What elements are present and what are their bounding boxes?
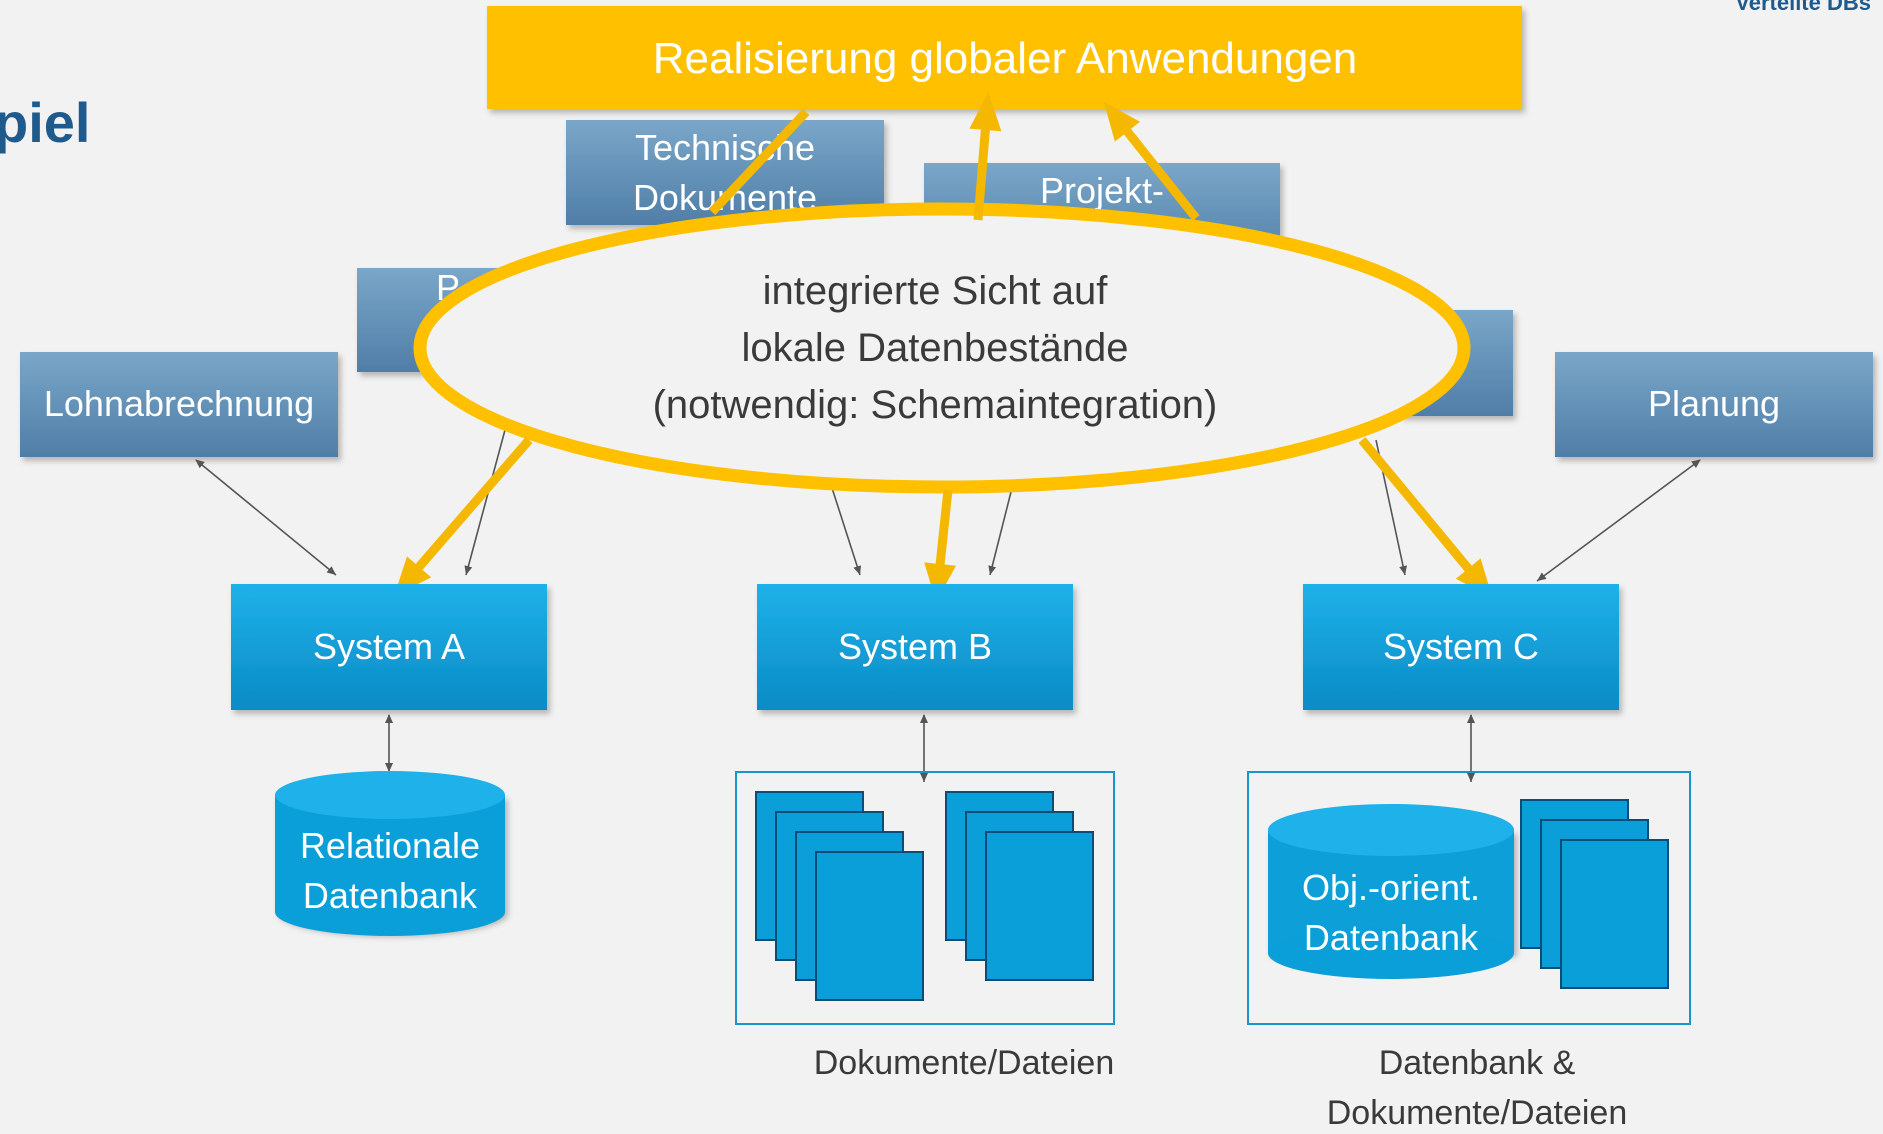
connector-1 [1536,459,1701,582]
connector-5 [464,429,506,576]
application-box-planung: Planung [1555,352,1873,457]
yellow-arrows [394,92,1493,602]
system-boxes: System A System B System C [231,584,1619,710]
document-stack-b-right [945,791,1094,981]
application-label-planung: Planung [1648,383,1780,424]
global-applications-box: Realisierung globaler Anwendungen [487,6,1522,109]
caption-database-documents: Datenbank &Dokumente/Dateien [1327,1044,1628,1132]
document-stack-b-left [755,791,924,1001]
svg-text:Obj.-orient.Datenbank: Obj.-orient.Datenbank [1302,867,1480,958]
connector-6 [831,487,862,576]
documents-frame-b [735,771,1115,1025]
connector-7 [988,487,1013,576]
system-box-b: System B [757,584,1073,710]
system-label-c: System C [1383,626,1539,667]
caption-documents-files: Dokumente/Dateien [814,1044,1115,1082]
application-label-projekt: Projekt- [1040,170,1164,211]
yellow-arrow-0 [969,92,1002,221]
yellow-arrow-3 [924,489,957,602]
connector-0 [195,459,337,576]
system-box-a: System A [231,584,547,710]
global-applications-label: Realisierung globaler Anwendungen [653,34,1358,83]
yellow-arrow-line [708,108,810,216]
yellow-arrow-2 [394,437,533,596]
application-box-lohn: Lohnabrechnung [20,352,338,457]
slide-title: piel [0,91,91,154]
system-label-a: System A [313,626,465,667]
course-header: Verteilte DBs [1735,0,1871,15]
database-documents-frame-c: Obj.-orient.Datenbank [1247,771,1691,1025]
application-label-lohn: Lohnabrechnung [44,383,314,424]
document-stack-c [1520,799,1669,989]
yellow-arrow-1 [1103,101,1200,221]
yellow-arrow-4 [1358,437,1493,598]
system-label-b: System B [838,626,992,667]
system-box-c: System C [1303,584,1619,710]
object-oriented-database: Obj.-orient.Datenbank [1268,804,1514,979]
connectors [195,429,1701,782]
